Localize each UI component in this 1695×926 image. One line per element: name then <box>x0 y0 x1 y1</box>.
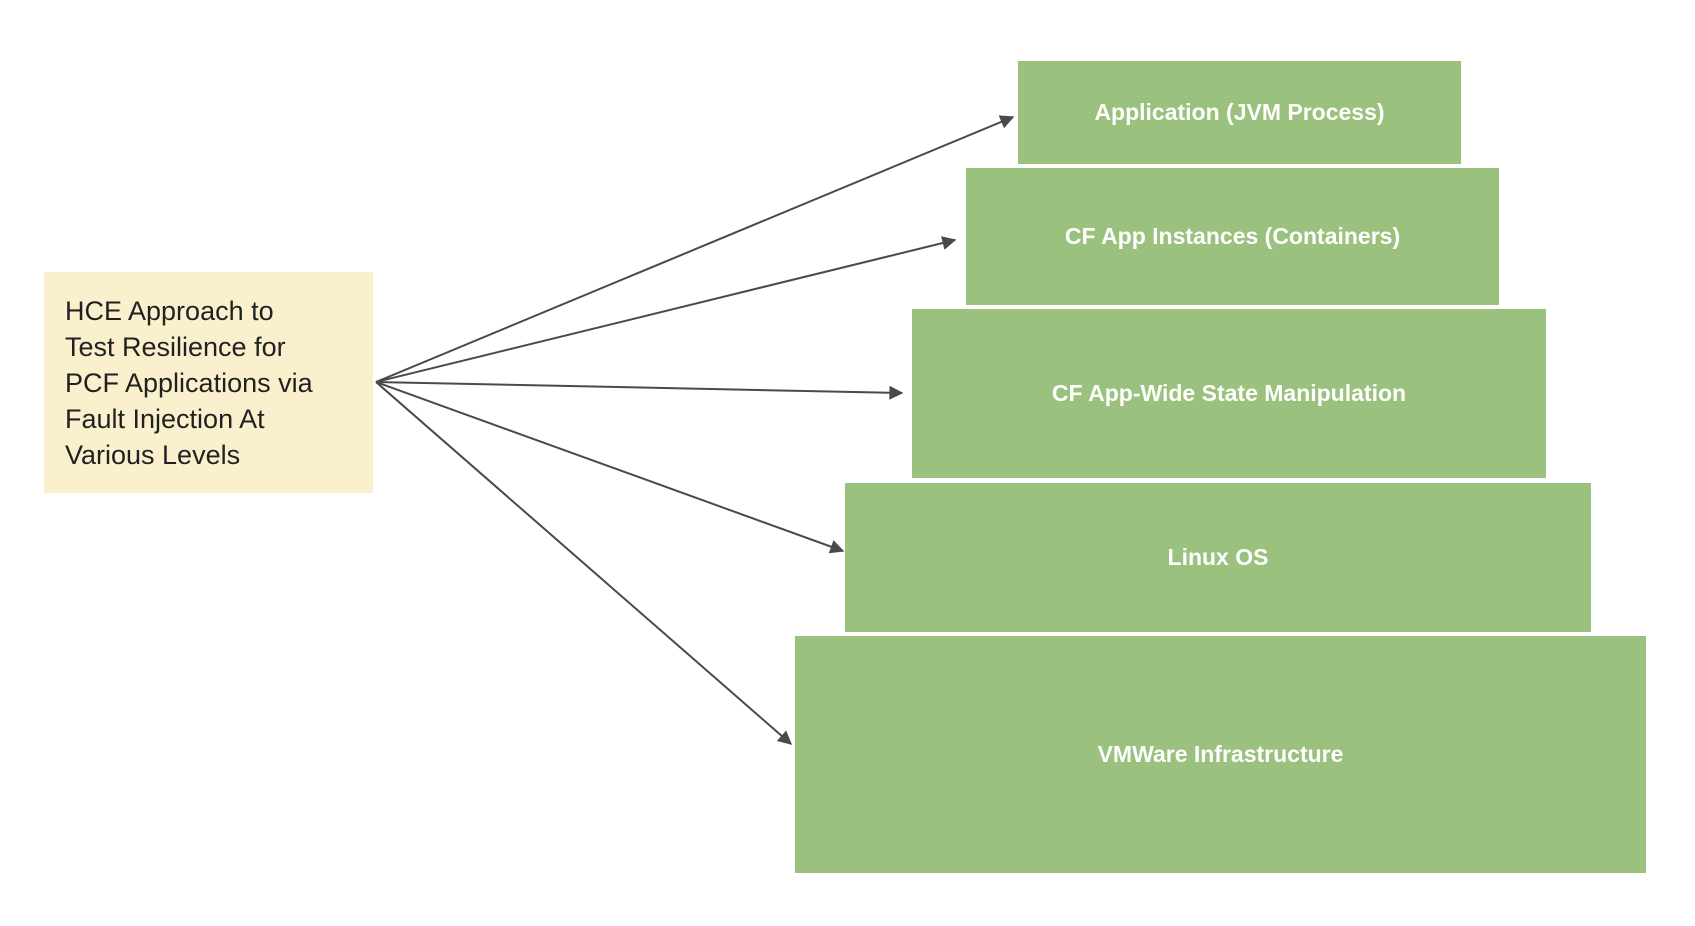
level-box-cf-app-wide-state: CF App-Wide State Manipulation <box>912 309 1546 478</box>
source-box-line: Various Levels <box>65 439 241 470</box>
level-box-vmware-infrastructure: VMWare Infrastructure <box>795 636 1646 873</box>
level-box-linux-os: Linux OS <box>845 483 1591 632</box>
source-box-line: HCE Approach to <box>65 295 274 326</box>
level-box-application: Application (JVM Process) <box>1018 61 1461 164</box>
arrow-to-cf-app-instances <box>375 236 957 383</box>
source-box: HCE Approach to Test Resilience for PCF … <box>44 272 373 493</box>
source-box-line: PCF Applications via <box>65 367 313 398</box>
level-box-cf-app-instances: CF App Instances (Containers) <box>966 168 1499 305</box>
source-box-line: Test Resilience for <box>65 331 286 362</box>
level-label: Application (JVM Process) <box>1094 99 1385 125</box>
arrow-to-cf-app-wide-state <box>375 381 904 400</box>
arrow-to-linux-os <box>375 381 845 554</box>
level-label: Linux OS <box>1167 544 1269 570</box>
level-label: CF App Instances (Containers) <box>1064 223 1401 249</box>
level-label: VMWare Infrastructure <box>1097 741 1344 767</box>
level-label: CF App-Wide State Manipulation <box>1051 380 1407 406</box>
arrow-to-vmware-infrastructure <box>375 381 793 745</box>
source-box-line: Fault Injection At <box>65 403 265 434</box>
